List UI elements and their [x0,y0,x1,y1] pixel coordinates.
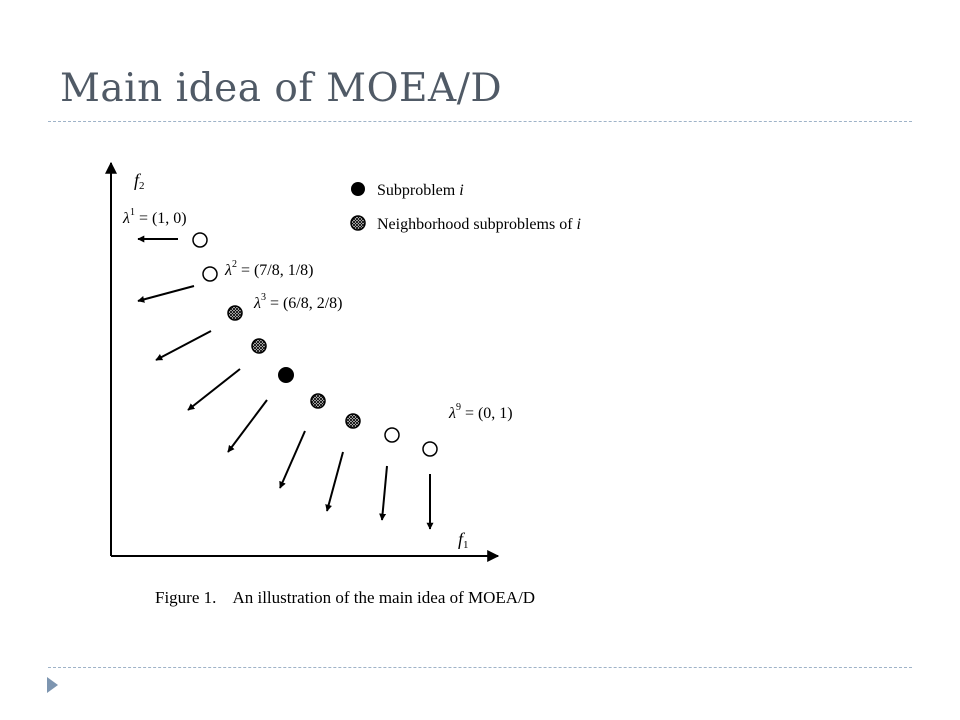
slide-title: Main idea of MOEA/D [60,66,503,111]
legend-neighborhood-label: Neighborhood subproblems of i [377,216,581,233]
footer-divider [48,667,912,668]
subproblem-point-7-neighbor [345,413,361,429]
lambda-3-label: λ3 = (6/8, 2/8) [253,292,343,312]
subproblem-point-2 [202,266,218,282]
weight-arrow-8 [379,465,388,521]
subproblem-point-6-neighbor [310,393,326,409]
legend-subproblem-marker [351,182,365,196]
lambda-9-label: λ9 = (0, 1) [448,402,513,422]
subproblem-point-1 [192,232,208,248]
lambda-2-label: λ2 = (7/8, 1/8) [224,259,314,279]
weight-arrow-3 [155,330,212,361]
subproblem-points [192,232,438,457]
axes [105,161,500,562]
weight-arrow-4 [187,368,241,411]
subproblem-point-8 [384,427,400,443]
x-axis-label: f1 [458,529,469,551]
subproblem-point-4-neighbor [251,338,267,354]
weight-arrow-7 [325,451,344,512]
figure-caption: Figure 1. An illustration of the main id… [155,588,535,607]
subproblem-point-5-current [278,367,294,383]
weight-arrow-2 [137,285,195,303]
slide-nav-arrow-icon [47,677,58,693]
subproblem-point-3-neighbor [227,305,243,321]
legend-neighborhood-marker [350,215,366,231]
weight-arrow-6 [279,430,306,489]
subproblem-point-9 [422,441,438,457]
y-axis-label: f2 [134,170,145,192]
legend-subproblem-label: Subproblem i [377,182,464,199]
lambda-1-label: λ1 = (1, 0) [122,207,187,227]
title-divider [48,121,912,122]
weight-arrow-5 [227,399,268,453]
weight-vector-arrows [137,235,434,530]
legend: Subproblem i Neighborhood subproblems of… [350,182,581,233]
